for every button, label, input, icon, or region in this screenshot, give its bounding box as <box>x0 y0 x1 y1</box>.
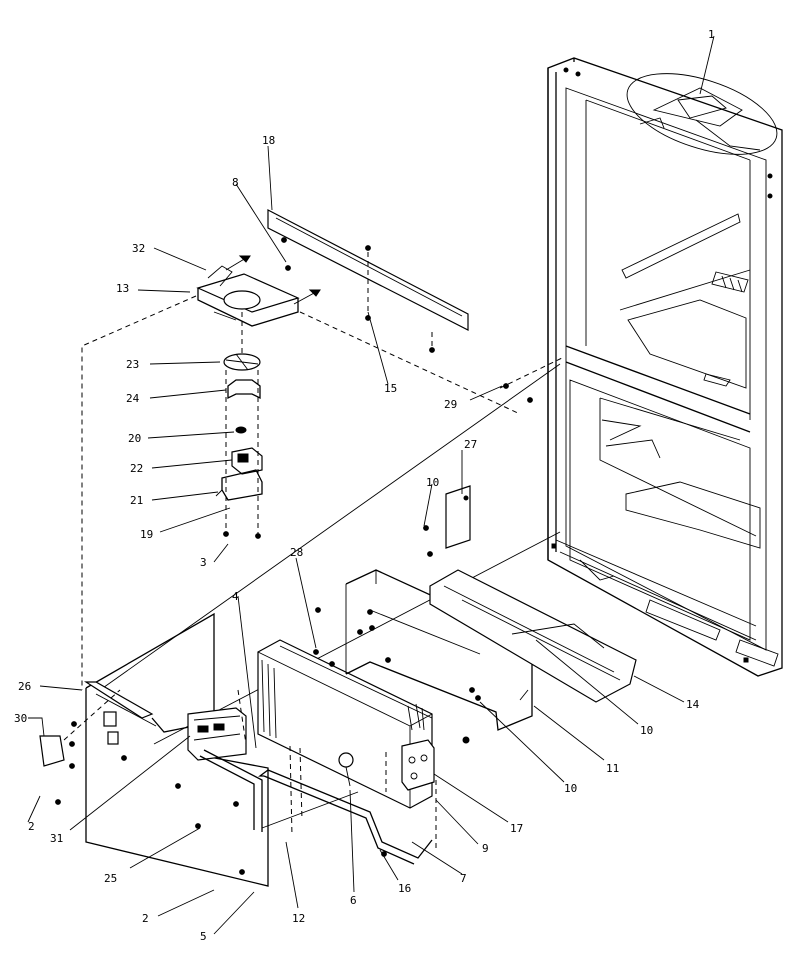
vent-grille <box>711 271 749 293</box>
drain-pan-shield <box>315 569 533 744</box>
callout-5: 5 <box>200 930 207 943</box>
callout-31: 31 <box>50 832 63 845</box>
drain-connector <box>499 357 563 403</box>
callout-4: 4 <box>232 590 239 603</box>
callout-20: 20 <box>128 432 141 445</box>
callout-21: 21 <box>130 494 143 507</box>
callout-16: 16 <box>398 882 411 895</box>
callout-25: 25 <box>104 872 117 885</box>
callout-23: 23 <box>126 358 139 371</box>
callout-32: 32 <box>132 242 145 255</box>
callout-3: 3 <box>200 556 207 569</box>
callout-22: 22 <box>130 462 143 475</box>
callout-15: 15 <box>384 382 397 395</box>
callout-6: 6 <box>350 894 357 907</box>
callout-labels: 1 18 8 32 13 23 24 20 22 21 19 3 15 29 2… <box>14 28 715 943</box>
callout-30: 30 <box>14 712 27 725</box>
callout-9: 9 <box>482 842 489 855</box>
refrigerator-cabinet <box>547 57 783 677</box>
callout-12: 12 <box>292 912 305 925</box>
callout-1: 1 <box>708 28 715 41</box>
callout-19: 19 <box>140 528 153 541</box>
duct-bracket <box>423 485 471 557</box>
light-housing <box>626 73 778 155</box>
alignment-line <box>99 363 561 691</box>
callout-7: 7 <box>460 872 467 885</box>
evaporator-fan-assembly <box>81 255 521 690</box>
callout-8: 8 <box>232 176 239 189</box>
callout-26: 26 <box>18 680 31 693</box>
callout-28: 28 <box>290 546 303 559</box>
drain-trough <box>429 569 637 703</box>
callout-29: 29 <box>444 398 457 411</box>
callout-17: 17 <box>510 822 523 835</box>
callout-10-lower: 10 <box>564 782 577 795</box>
alignment-line <box>153 531 561 745</box>
callout-13: 13 <box>116 282 129 295</box>
callout-27: 27 <box>464 438 477 451</box>
evaporator-cover <box>39 612 269 887</box>
callout-10-duct: 10 <box>426 476 439 489</box>
top-rail <box>267 209 469 353</box>
callout-11: 11 <box>606 762 619 775</box>
callout-24: 24 <box>126 392 140 405</box>
callout-18: 18 <box>262 134 275 147</box>
callout-14: 14 <box>686 698 700 711</box>
callout-2-socket: 2 <box>28 820 35 833</box>
callout-2-panel: 2 <box>142 912 149 925</box>
leader-lines <box>27 35 715 935</box>
callout-10-trough: 10 <box>640 724 653 737</box>
evaporator-coil <box>237 639 437 865</box>
